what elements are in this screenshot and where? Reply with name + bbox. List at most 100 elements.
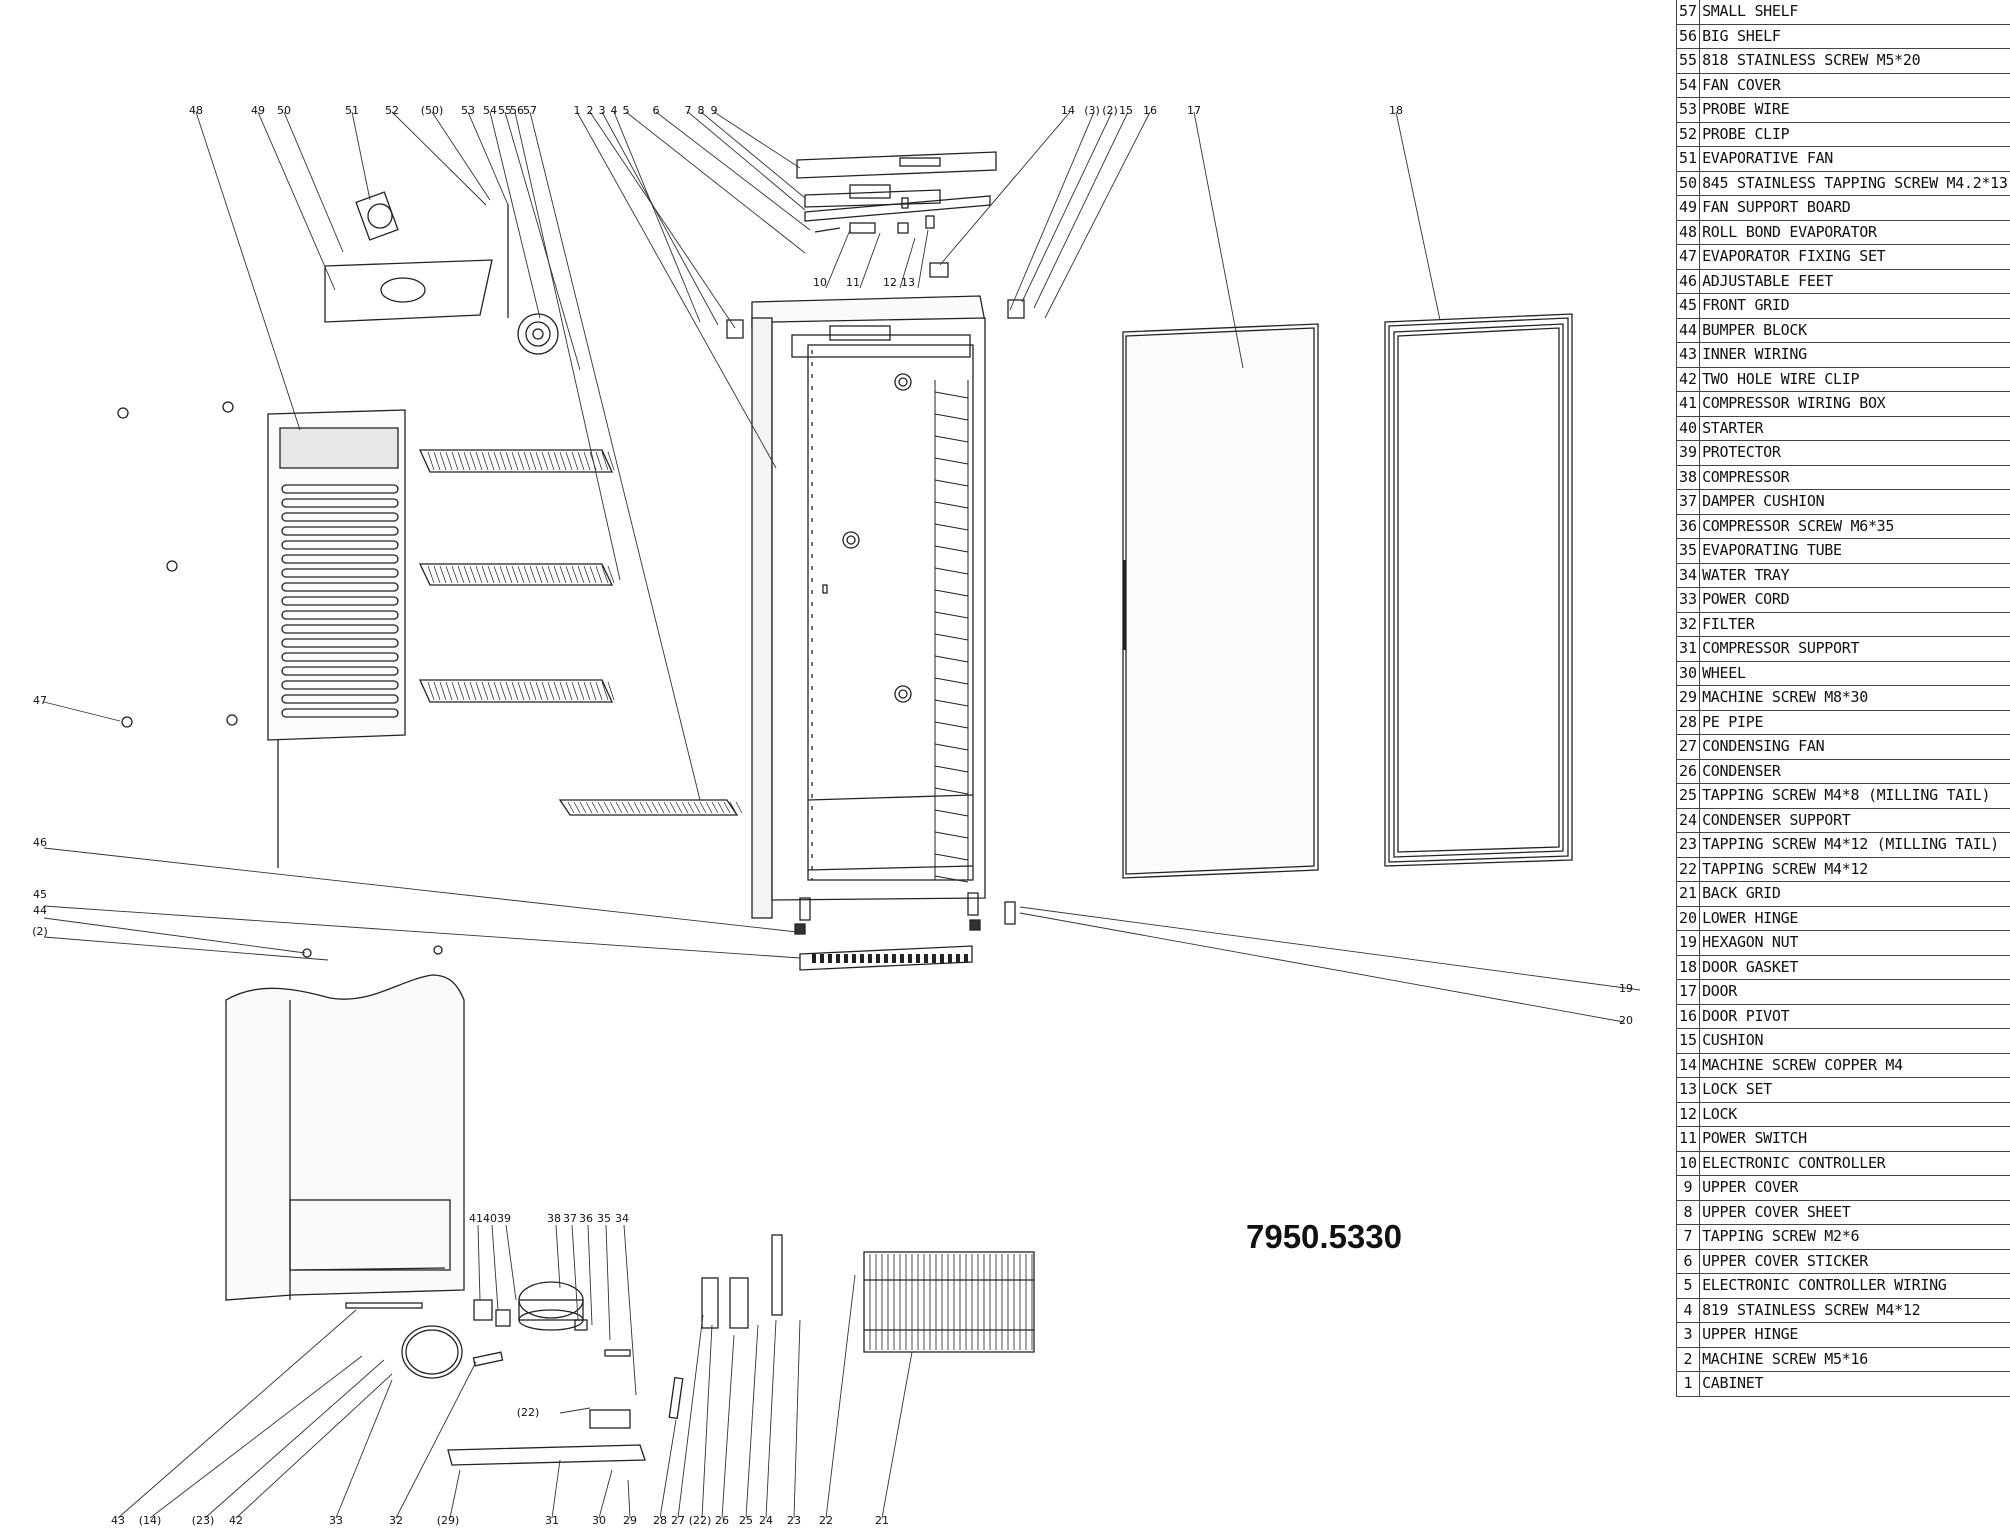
- part-number: 2: [1675, 1347, 1701, 1372]
- part-number: 16: [1675, 1004, 1701, 1029]
- callout-label: 34: [615, 1212, 629, 1225]
- part-name: EVAPORATING TUBE: [1699, 538, 2010, 564]
- callout-label: 26: [715, 1514, 729, 1527]
- front-grid-drawing: [799, 945, 973, 971]
- callout-label: 14: [1061, 104, 1075, 117]
- part-number: 38: [1675, 465, 1701, 490]
- part-name: EVAPORATOR FIXING SET: [1699, 244, 2010, 270]
- door-pivot-drawing: [1007, 299, 1025, 319]
- door-gasket-drawing: [1384, 313, 1573, 867]
- part-number: 24: [1675, 808, 1701, 833]
- pe-pipe-drawing: [668, 1376, 684, 1420]
- part-name: FILTER: [1699, 612, 2010, 637]
- callout-label: 31: [545, 1514, 559, 1527]
- part-number: 34: [1675, 563, 1701, 588]
- back-grid-drawing: [863, 1251, 1035, 1353]
- callout-label: 36: [579, 1212, 593, 1225]
- cabinet-lower-drawing: [225, 974, 465, 1301]
- part-name: LOCK: [1699, 1102, 2010, 1127]
- part-number: 42: [1675, 367, 1701, 392]
- part-name: 819 STAINLESS SCREW M4*12: [1699, 1298, 2010, 1323]
- part-number: 22: [1675, 857, 1701, 882]
- lower-hinge-drawing: [1004, 901, 1016, 925]
- part-name: STARTER: [1699, 416, 2010, 441]
- callout-label: 8: [698, 104, 705, 117]
- part-name: DOOR: [1699, 979, 2010, 1005]
- callout-label: (14): [139, 1514, 162, 1527]
- callout-label: 3: [599, 104, 606, 117]
- callout-label: 46: [33, 836, 47, 849]
- callout-label: 13: [901, 276, 915, 289]
- part-number: 54: [1675, 73, 1701, 98]
- callout-label: 22: [819, 1514, 833, 1527]
- part-name: UPPER COVER SHEET: [1699, 1200, 2010, 1225]
- part-number: 30: [1675, 661, 1701, 686]
- callout-label: (2): [32, 925, 48, 938]
- callout-label: 4: [611, 104, 618, 117]
- part-name: MACHINE SCREW M8*30: [1699, 685, 2010, 711]
- part-name: COMPRESSOR WIRING BOX: [1699, 391, 2010, 417]
- part-number: 28: [1675, 710, 1701, 735]
- callout-label: 52: [385, 104, 399, 117]
- part-name: LOWER HINGE: [1699, 906, 2010, 931]
- callout-label: 9: [711, 104, 718, 117]
- part-number: 49: [1675, 195, 1701, 221]
- part-name: FRONT GRID: [1699, 293, 2010, 319]
- part-number: 4: [1675, 1298, 1701, 1323]
- door-drawing: [1122, 323, 1319, 879]
- part-number: 1: [1675, 1371, 1701, 1397]
- part-name: DAMPER CUSHION: [1699, 489, 2010, 515]
- exploded-parts-diagram: 4849505152(50)53545556571234567891011121…: [32, 104, 1641, 1527]
- part-name: MACHINE SCREW COPPER M4: [1699, 1053, 2010, 1078]
- callout-label: 48: [189, 104, 203, 117]
- part-name: UPPER COVER STICKER: [1699, 1249, 2010, 1274]
- part-number: 53: [1675, 97, 1701, 123]
- part-number: 56: [1675, 24, 1701, 49]
- part-name: DOOR GASKET: [1699, 955, 2010, 980]
- roll-bond-evaporator-drawing: [267, 409, 406, 868]
- callout-label: 40: [483, 1212, 497, 1225]
- part-number: 7: [1675, 1224, 1701, 1250]
- part-number: 10: [1675, 1151, 1701, 1176]
- callout-label: (2): [1102, 104, 1118, 117]
- part-name: PROTECTOR: [1699, 440, 2010, 466]
- part-number: 41: [1675, 391, 1701, 417]
- part-number: 55: [1675, 48, 1701, 74]
- part-name: TAPPING SCREW M4*12: [1699, 857, 2010, 882]
- callout-label: 16: [1143, 104, 1157, 117]
- callout-label: (23): [192, 1514, 215, 1527]
- callout-label: (3): [1084, 104, 1100, 117]
- part-name: CONDENSER: [1699, 759, 2010, 784]
- part-name: WATER TRAY: [1699, 563, 2010, 588]
- part-number: 32: [1675, 612, 1701, 637]
- part-number: 26: [1675, 759, 1701, 784]
- part-name: UPPER COVER: [1699, 1175, 2010, 1201]
- part-name: POWER CORD: [1699, 587, 2010, 613]
- part-name: FAN SUPPORT BOARD: [1699, 195, 2010, 221]
